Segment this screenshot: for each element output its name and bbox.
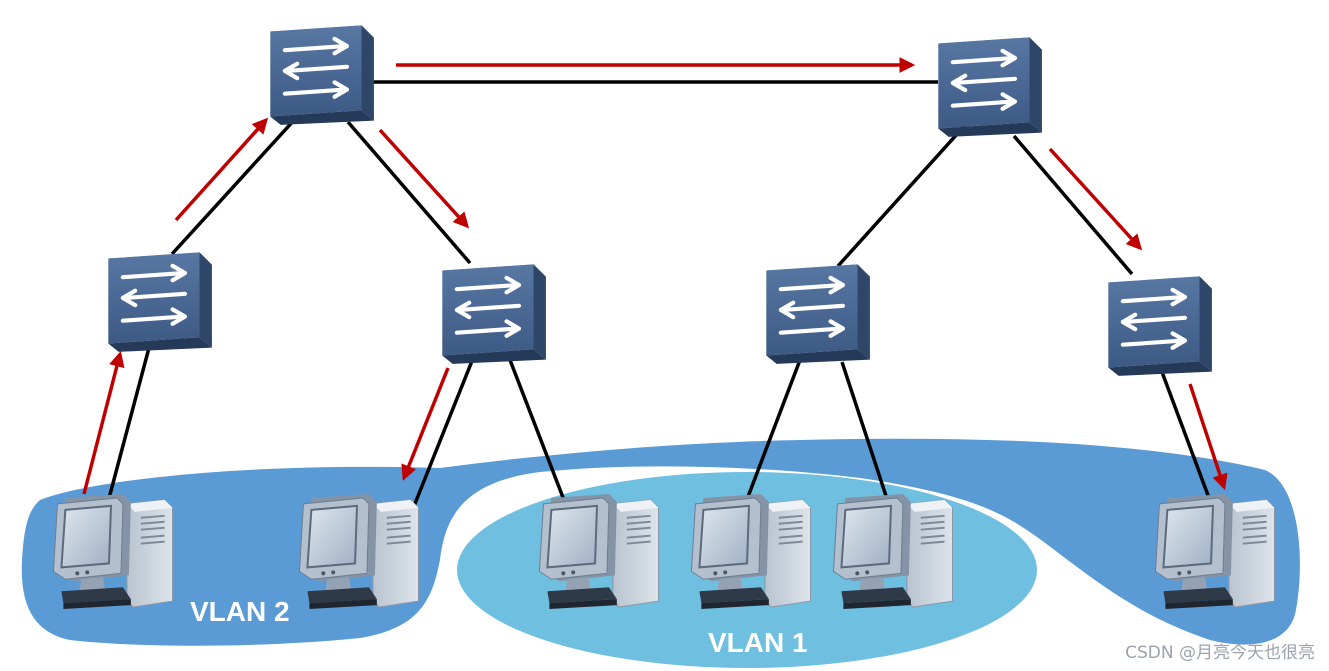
link-root-right-to-dist3 [836,120,970,268]
switch-icon [766,264,870,363]
flow-arrow-pc1-up [82,350,125,495]
link-dist3-to-pc4 [744,359,802,503]
flow-arrow-root-left-down [378,128,470,229]
traffic-flow-arrows [82,57,1228,495]
flow-arrow-dist4-down [1188,383,1228,490]
link-dist1-to-pc1 [106,343,152,503]
link-dist2-to-pc2 [412,355,476,507]
switches [108,25,1212,375]
switch-icon [938,37,1042,136]
vlan2-label: VLAN 2 [190,596,290,627]
desktop-computer-icon [298,492,420,611]
network-links [106,80,1214,507]
flow-arrow-dist1-up [174,117,269,222]
watermark: CSDN @月亮今天也很亮 [1125,643,1315,663]
flow-arrow-root-right-down [1048,147,1143,251]
link-root-left-to-dist1 [170,116,298,256]
switch-icon [442,264,546,363]
link-dist3-to-pc5 [840,361,890,503]
link-root-left-to-dist2 [346,120,472,265]
desktop-computer-icon [52,492,174,611]
link-dist4-to-pc6 [1160,371,1214,507]
link-root-right-to-dist4 [1012,134,1134,276]
switch-icon [270,25,374,124]
desktop-computer-icon [1154,492,1276,611]
link-dist2-to-pc3 [508,359,566,501]
vlan1-label: VLAN 1 [708,627,808,658]
desktop-computer-icon [832,492,954,611]
switch-icon [108,252,212,351]
desktop-computer-icon [538,492,660,611]
desktop-computer-icon [690,492,812,611]
flow-arrow-dist2-down [401,367,450,481]
switch-icon [1108,276,1212,375]
